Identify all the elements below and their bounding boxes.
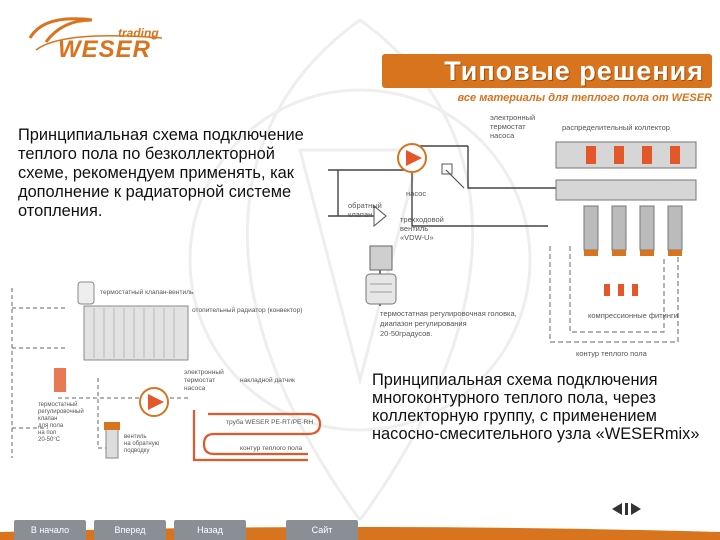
label-thermostatic-head: термостатная регулировочная головка, диа…	[380, 309, 519, 338]
caption-single-circuit: Принципиальная схема подключение теплого…	[18, 126, 304, 220]
thermostat-icon	[441, 163, 465, 189]
compression-fittings-icon	[604, 284, 638, 296]
nav-site-button[interactable]: Сайт	[286, 520, 358, 540]
page-subtitle: все материалы для теплого пола от WESER	[457, 92, 712, 104]
next-arrow-icon[interactable]	[631, 503, 641, 515]
nav-forward-button[interactable]: Вперед	[94, 520, 166, 540]
label-radiator: отопительный радиатор (конвектор)	[192, 306, 302, 314]
logo-weser-text: WESER	[58, 36, 152, 63]
nav-back-button[interactable]: Назад	[174, 520, 246, 540]
prev-arrow-icon[interactable]	[612, 503, 622, 515]
three-way-valve-icon	[365, 245, 397, 305]
thermostatic-valve-icon	[54, 281, 95, 392]
label-pipe: труба WESER PE-RT/PE-RH	[226, 418, 313, 426]
label-temp-sensor: накладной датчик	[240, 376, 295, 384]
label-pump: насос	[406, 189, 426, 198]
logo-swoosh-icon	[28, 17, 163, 51]
caption-multi-circuit: Принципиальная схема подключения многоко…	[372, 371, 700, 443]
label-check-valve: обратный клапан	[348, 201, 384, 219]
label-floor-circuit-bottom: контур теплого пола	[240, 445, 303, 452]
label-three-way-valve: трехходовой вентиль «VDW-U»	[400, 215, 446, 242]
single-circuit-scheme-diagram: термостатный клапан-вентиль отопительный…	[11, 281, 322, 462]
label-thermostatic-valve: термостатный клапан-вентиль	[100, 288, 194, 296]
label-thermostat-pump: электронный термостат насоса	[490, 113, 537, 140]
label-compression-fittings: компрессионные фитинги	[588, 311, 678, 320]
check-valve-icon	[373, 204, 387, 228]
pump-icon	[397, 143, 427, 173]
label-collector: распределительный коллектор	[562, 123, 670, 132]
pump-icon-bottom	[139, 387, 169, 417]
collector-icon	[555, 141, 697, 256]
regulating-valve-icon	[104, 422, 120, 459]
page-title: Типовые решения	[444, 56, 704, 86]
brand-logo: trading WESER	[22, 6, 172, 66]
slide-nav-arrows	[612, 503, 641, 515]
title-banner: Типовые решения	[382, 54, 712, 88]
label-thermostat-pump-bottom: электронный термостат насоса	[184, 368, 226, 392]
floor-circuit-loops	[192, 410, 322, 462]
separator-icon	[625, 503, 628, 515]
label-check-valve-bottom: вентиль на обратную подводку	[124, 434, 161, 454]
nav-home-button[interactable]: В начало	[14, 520, 86, 540]
label-regulating-valve: термостатный регулировочный клапан для п…	[38, 401, 85, 443]
label-floor-circuit: контур теплого пола	[576, 349, 648, 358]
logo-trading-text: trading	[118, 26, 159, 40]
radiator-icon	[83, 305, 189, 361]
collector-scheme-diagram: электронный термостат насоса распределит…	[328, 113, 697, 358]
floor-circuit-lines	[549, 246, 679, 343]
